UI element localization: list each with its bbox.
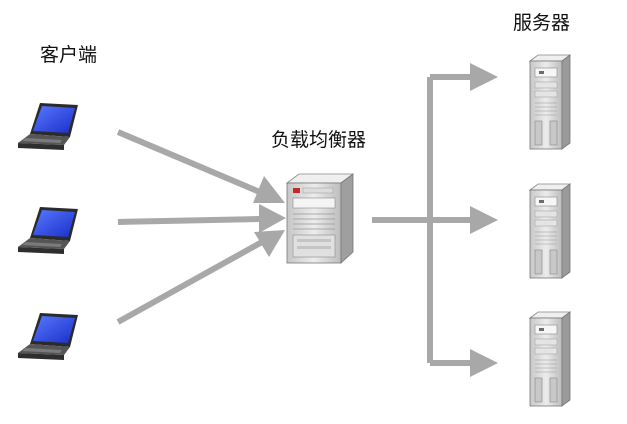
- load-balancer-label: 负载均衡器: [271, 129, 367, 151]
- laptop-icon: [18, 103, 78, 150]
- arrow-server-2: [430, 206, 498, 234]
- arrow-client-1: [116, 129, 285, 203]
- server-tower-icon: [529, 54, 571, 150]
- arrow-client-2: [117, 204, 286, 233]
- arrow-server-3: [430, 349, 498, 377]
- server-arrows: [372, 63, 498, 377]
- server-tower-icon: [529, 311, 571, 407]
- laptop-icon: [18, 207, 78, 254]
- laptop-icon: [18, 313, 78, 360]
- servers-label: 服务器: [513, 12, 571, 34]
- server-tower-icon: [529, 183, 571, 279]
- server-tower-icon: [286, 173, 354, 264]
- client-arrows: [116, 129, 286, 325]
- arrow-server-1: [430, 63, 498, 91]
- clients-label: 客户端: [40, 44, 98, 66]
- arrow-client-3: [116, 230, 285, 325]
